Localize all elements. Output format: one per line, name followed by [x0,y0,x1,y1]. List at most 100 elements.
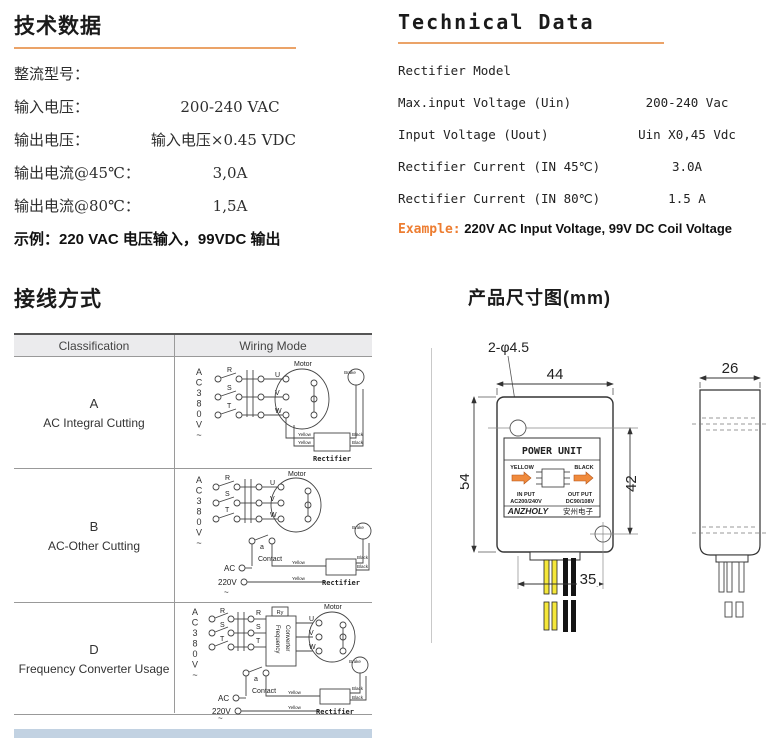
freq-converter-label-1: Frequency [274,625,280,653]
wiring-diagram-a: AC380V~ R S T [174,357,372,468]
freq-converter-label-2: Converter [284,625,290,651]
motor-label: Motor [294,361,313,368]
ac380-source-label: AC380V~ [194,367,204,441]
label-input-voltage: AC200/240V [510,499,542,505]
dim-42: 42 [623,427,640,535]
brand-logo: ANZHOLY [507,506,550,516]
brake-label: Brake [349,659,361,664]
wiring-diagram-d-svg: R S T R S T Ry Frequency Converte [208,604,369,721]
dim-54: 54 [460,396,496,553]
spec-value: 3.0A [671,158,703,174]
spec-row: Max.input Voltage (Uin) 200-240 Vac [398,86,750,118]
spec-row: 输出电流@45℃： 3,0A [14,156,296,189]
class-code: A [89,395,99,411]
section-title-cn: 技术数据 [14,10,296,49]
dimension-drawing: 2-φ4.5 44 54 [460,339,768,632]
phase-r-label: R [220,608,225,615]
switch-bank [214,370,283,419]
phase-r-label: R [227,367,232,374]
spec-label: Rectifier Model [398,62,511,78]
ry-relay-label: Ry [277,610,284,616]
contact-a-label: a [254,676,258,683]
yellow-wire-label: Yellow [298,432,312,437]
section-title-dimensions: 产品尺寸图(mm) [468,288,611,308]
wiring-diagram-a-svg: R S T Motor U V W [214,361,365,463]
contact-label: Contact [252,688,276,695]
motor-label: Motor [324,604,343,611]
brake-label: Brake [344,370,356,375]
dim-35-label: 35 [580,571,597,588]
section-title-wiring: 接线方式 [14,288,102,311]
contact-label: Contact [258,556,282,563]
terminal-v-label: V [309,630,314,637]
spec-value: 200-240 VAC [180,97,280,116]
spec-row: Input Voltage (Uout) Uin X0,45 Vdc [398,118,750,150]
terminal-w-label: W [275,408,282,415]
phase-r-label: R [256,610,261,617]
output-wires [543,558,576,632]
yellow-wire [551,601,558,631]
yellow-wire-label: Yellow [288,690,302,695]
wiring-table-header: Classification Wiring Mode [14,335,372,357]
black-wire [563,558,568,596]
spec-row: Rectifier Current (IN 45℃) 3.0A [398,150,750,182]
spec-value: 输入电压×0.45 VDC [150,131,296,149]
table-column-divider [174,335,175,713]
v220-label: 220V [218,578,237,587]
classification-cell: D Frequency Converter Usage [14,603,174,714]
spec-label: 输入电压： [14,98,90,116]
spec-row: 整流型号： [14,57,296,90]
class-name: Frequency Converter Usage [18,661,170,676]
rectifier-label: Rectifier [316,708,354,716]
spec-value: 1.5 A [668,190,706,206]
spec-label: Input Voltage (Uout) [398,126,549,142]
label-title: POWER UNIT [522,446,582,457]
spec-label: 输出电压： [14,131,90,149]
yellow-wire [551,559,558,595]
example-note-en: Example: 220V AC Input Voltage, 99V DC C… [398,221,750,237]
spec-table-cn: 整流型号： 输入电压： 200-240 VAC 输出电压： 输入电压×0.45 … [14,57,296,222]
table-row-a: A AC Integral Cutting AC380V~ R S [14,357,372,469]
table-row-d: D Frequency Converter Usage AC380V~ R S [14,603,372,721]
side-wires [718,561,745,618]
label-output-voltage: DC90/108V [566,499,595,505]
label-yellow: YELLOW [510,465,534,471]
wiring-diagram-b-svg: R S T Motor U V W [212,471,372,597]
example-text: 220V AC Input Voltage, 99V DC Coil Volta… [464,221,733,236]
spec-label: Rectifier Current (IN 80℃) [398,190,601,206]
spec-row: 输出电压： 输入电压×0.45 VDC [14,123,296,156]
seam-dashed-lines [692,417,768,534]
example-note-cn: 示例：220 VAC 电压输入，99VDC 输出 [14,231,281,248]
label-input: IN PUT [517,492,536,498]
terminal-v-label: V [270,496,275,503]
terminal-u-label: U [309,616,314,623]
black-wire-label: Black [357,564,369,569]
phase-t-label: T [256,638,261,645]
motor-symbol [274,368,330,430]
yellow-wire [543,559,550,595]
rectifier-label: Rectifier [322,579,360,587]
contact-a-label: a [260,544,264,551]
wiring-table: Classification Wiring Mode A AC Integral… [14,333,372,721]
contact-and-source [238,534,326,586]
yellow-arrow-icon [511,471,532,485]
ac-label: AC [224,564,235,573]
col-header-classification: Classification [58,338,130,353]
tilde-label: ~ [224,588,229,597]
phase-s-label: S [256,624,261,631]
phase-t-label: T [220,636,225,643]
classification-cell: A AC Integral Cutting [14,357,174,468]
spec-value: 3,0A [212,163,248,182]
section-product-dimensions: 产品尺寸图(mm) 2-φ4.5 44 [460,284,777,684]
bottom-accent-bar [14,729,372,738]
page-frame-line [431,348,432,643]
yellow-wire-label: Yellow [288,705,302,710]
black-arrow-icon [573,471,594,485]
table-row-b: B AC-Other Cutting AC380V~ R S [14,469,372,603]
section-wiring-mode: 接线方式 Classification Wiring Mode A AC Int… [14,283,372,721]
label-black: BLACK [574,465,593,471]
spec-row: Rectifier Current (IN 80℃) 1.5 A [398,182,750,214]
rectifier-and-brake [285,368,365,452]
rectifier-and-brake [319,656,369,705]
